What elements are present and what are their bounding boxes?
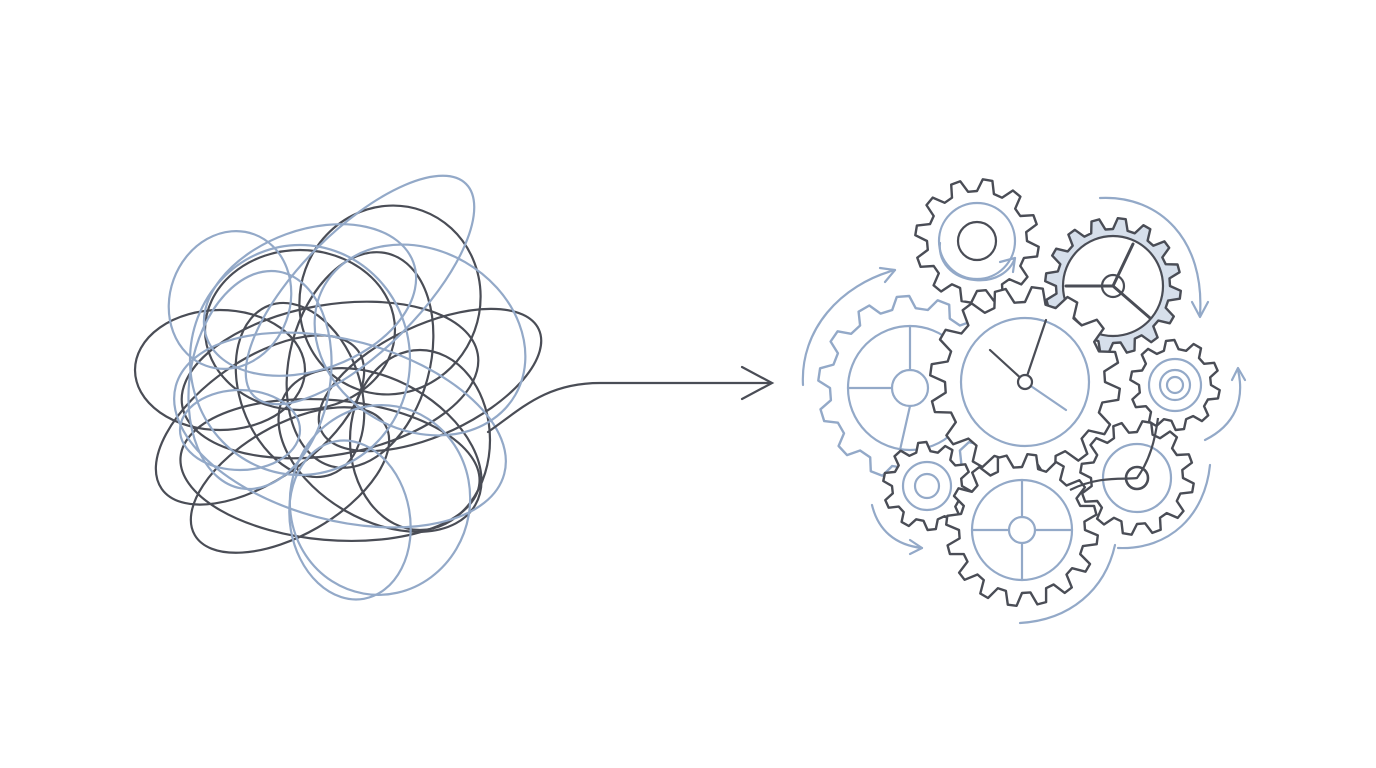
scribble-loop [313, 243, 527, 437]
scribble-loop [178, 388, 302, 472]
gear-ring [1101, 442, 1173, 514]
gear-icon [945, 453, 1099, 607]
rotation-arrow-icon [801, 268, 897, 387]
arrow-shaft [486, 381, 772, 434]
rotation-arrow-icon [1018, 543, 1117, 625]
rotation-arrow-icon [1116, 463, 1212, 550]
gear-icon [914, 178, 1040, 304]
rotation-arrow-head-icon [1190, 300, 1210, 319]
scribble-loop [187, 269, 333, 491]
rotation-arrow-icon [1098, 196, 1202, 317]
connecting-lever [1069, 417, 1160, 491]
rotation-arrow-icon [938, 241, 1017, 282]
gear-ring [1158, 368, 1192, 402]
rotation-arrow-head-icon [1230, 366, 1247, 382]
gear-hub [913, 472, 941, 500]
clock-center [1016, 373, 1034, 391]
clock-minute-hand [1023, 318, 1048, 384]
gear-ring [1147, 357, 1203, 413]
scribble-loop [188, 243, 412, 477]
rotation-arrow-head-icon [908, 538, 924, 556]
scribble-loop [277, 367, 483, 533]
rotation-arrow-icon [870, 503, 924, 550]
gear-spoke [1111, 284, 1152, 320]
scribble-loop [189, 406, 391, 554]
gear-icon [1129, 338, 1221, 432]
scribble-loop [179, 397, 481, 543]
gear-spoke [898, 404, 912, 452]
clock-face [959, 316, 1091, 448]
rotation-arrow-head-icon [998, 256, 1017, 274]
arrow-head-icon [740, 365, 775, 401]
scribble-loop [133, 308, 307, 432]
scribble-loop [167, 229, 293, 371]
rotation-arrow-head-icon [878, 266, 897, 284]
transition-arrow [486, 365, 775, 434]
tangled-scribble [133, 174, 543, 601]
scribble-loop [234, 301, 366, 479]
clock-second-hand [1023, 380, 1068, 412]
scribble-loop [202, 223, 418, 377]
scribble-loop [285, 251, 435, 469]
gear-spoke [1111, 242, 1135, 288]
scribble-loop [288, 404, 472, 596]
scribble-loop [203, 248, 397, 412]
gear-hub [1165, 375, 1185, 395]
gear-hub [956, 220, 998, 262]
gear-cluster [801, 178, 1247, 625]
scribble-loop [173, 331, 507, 529]
gear-ring [937, 201, 1017, 281]
scribble-loop [288, 439, 412, 601]
scribble-loop [298, 204, 482, 396]
gear-ring [901, 460, 953, 512]
rotation-arrow-icon [1203, 368, 1242, 442]
